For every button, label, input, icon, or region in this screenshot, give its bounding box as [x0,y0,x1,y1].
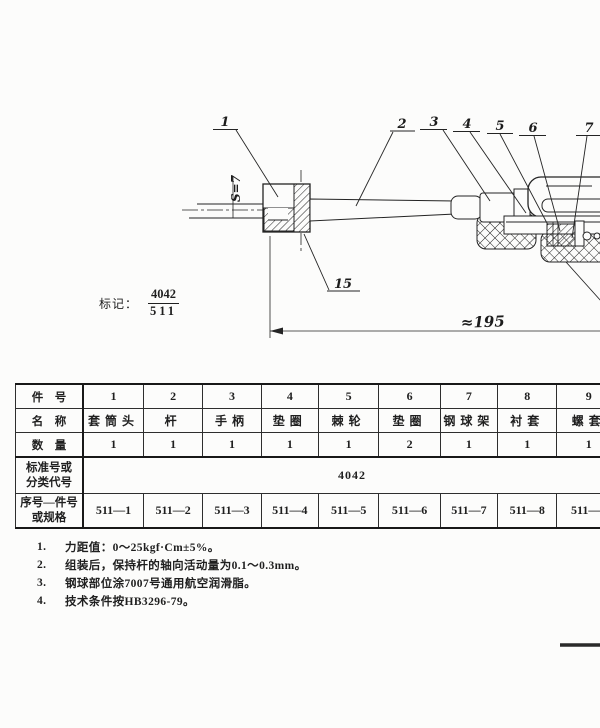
qty-cell: 1 [202,432,262,458]
callout-5: 5 [495,119,504,134]
callout-6: 6 [528,121,537,136]
callout-4: 4 [462,117,471,132]
note-line: 3. 钢球部位涂7007号通用航空润滑脂。 [37,577,257,590]
part-no-cell: 7 [439,383,499,409]
part-no-cell: 6 [378,383,441,409]
serial-cell: 511—2 [142,493,204,529]
part-name-cell: 棘轮 [317,408,380,433]
callout-3: 3 [429,115,438,130]
part-no-cell: 9 [556,383,600,409]
part-name-cell: 杆 [142,408,204,433]
part-no-cell: 2 [142,383,204,409]
row-header-qty: 数 量 [15,432,85,458]
note-line: 1. 力距值：0～25kgf·Cm±5%。 [37,541,220,554]
part-no-cell: 1 [82,383,144,409]
qty-cell: 1 [439,432,499,458]
part-name-cell: 套筒头 [82,408,144,433]
socket-head [262,183,311,233]
serial-cell: 511—9 [556,493,600,529]
length-dimension [269,236,600,338]
note-line: 2. 组装后，保持杆的轴向活动量为0.1～0.3mm。 [37,559,307,572]
serial-cell: 511—8 [497,493,558,529]
note-line: 4. 技术条件按HB3296-79。 [37,595,195,608]
technical-notes: 1. 力距值：0～25kgf·Cm±5%。 2. 组装后，保持杆的轴向活动量为0… [37,538,577,610]
marking-numerator: 4042 [148,287,180,304]
marking-label: 标记： [99,296,139,311]
part-name-cell: 钢球架 [439,408,499,433]
standard-code-cell: 4042 [82,456,600,494]
leader-lines [213,129,600,301]
serial-cell: 511—3 [202,493,262,529]
parts-table-wrap: 件 号 1 2 3 4 5 6 7 8 9 名 称 套筒头 杆 手柄 垫圈 棘轮… [15,383,600,529]
marking-block: 标记： 4042 511 [99,287,180,319]
qty-cell: 1 [317,432,380,458]
row-header-serial: 序号—件号 或规格 [15,493,85,529]
marking-fraction: 4042 511 [148,287,180,319]
parts-table: 件 号 1 2 3 4 5 6 7 8 9 名 称 套筒头 杆 手柄 垫圈 棘轮… [15,383,600,529]
part-no-cell: 4 [260,383,319,409]
serial-cell: 511—5 [317,493,380,529]
row-name: 名 称 套筒头 杆 手柄 垫圈 棘轮 垫圈 钢球架 衬套 螺套 [15,408,600,433]
handle-body [527,176,600,218]
row-header-part-no: 件 号 [15,383,85,409]
row-standard-code: 标准号或 分类代号 4042 [15,456,600,494]
row-part-no: 件 号 1 2 3 4 5 6 7 8 9 [15,383,600,409]
part-no-cell: 8 [497,383,558,409]
cropped-neighbor-line [560,643,600,647]
flats-dimension-text: S=7 [229,174,243,202]
part-name-cell: 衬套 [497,408,558,433]
part-no-cell: 5 [317,383,380,409]
callout-15: 15 [334,277,352,292]
coupling-a [450,195,483,220]
row-qty: 数 量 1 1 1 1 1 2 1 1 1 [15,432,600,458]
qty-cell: 1 [260,432,319,458]
qty-cell: 1 [497,432,558,458]
qty-cell: 1 [82,432,144,458]
callout-2: 2 [396,117,406,132]
part-name-cell: 手柄 [202,408,262,433]
row-serial: 序号—件号 或规格 511—1 511—2 511—3 511—4 511—5 … [15,493,600,529]
part-name-cell: 垫圈 [260,408,319,433]
wrench-assembly-drawing: 1 2 3 4 5 6 7 15 S=7 ≈195 [182,115,600,338]
qty-cell: 2 [378,432,441,458]
serial-cell: 511—4 [260,493,319,529]
callout-1: 1 [220,115,229,130]
ratchet-mechanism [503,215,600,247]
callout-7: 7 [584,121,593,136]
row-header-name: 名 称 [15,408,85,433]
row-header-standard-code: 标准号或 分类代号 [15,456,85,494]
shaft [309,198,456,222]
serial-cell: 511—6 [378,493,441,529]
serial-cell: 511—1 [82,493,144,529]
serial-cell: 511—7 [439,493,499,529]
part-no-cell: 3 [202,383,262,409]
marking-denominator: 511 [149,303,178,318]
qty-cell: 1 [142,432,204,458]
part-name-cell: 螺套 [556,408,600,433]
length-dimension-text: ≈195 [461,312,505,332]
part-name-cell: 垫圈 [378,408,441,433]
qty-cell: 1 [556,432,600,458]
